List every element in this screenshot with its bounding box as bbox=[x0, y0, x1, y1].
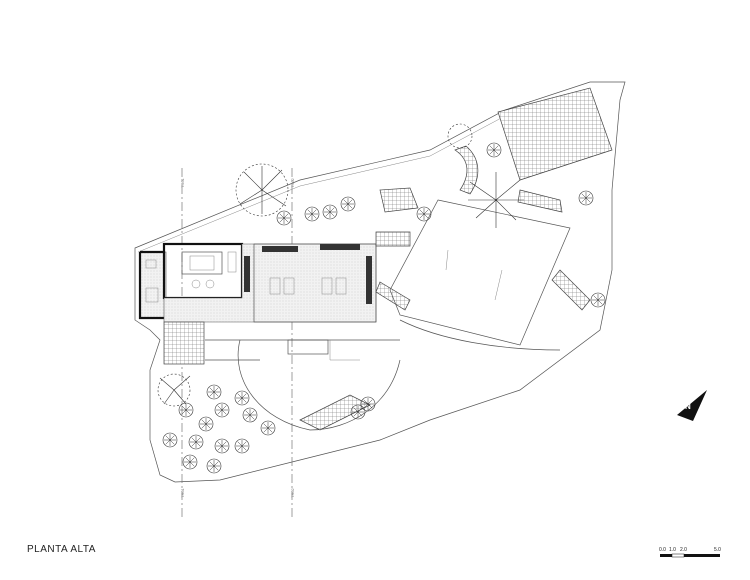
deck bbox=[163, 321, 205, 365]
stairs bbox=[299, 145, 591, 431]
north-label: N bbox=[685, 402, 691, 411]
scale-label-1: 1.0 bbox=[669, 547, 676, 553]
terrace bbox=[163, 243, 377, 323]
axis-label-4: TR02 bbox=[290, 487, 295, 498]
lower-slab bbox=[389, 199, 571, 351]
axis-label-1: TR01 bbox=[180, 177, 185, 188]
axis-label-2: TR02 bbox=[290, 177, 295, 188]
pool-area bbox=[205, 339, 401, 431]
scale-label-3: 5.0 bbox=[714, 547, 721, 553]
garage-roof bbox=[497, 87, 613, 181]
scale-label-2: 2.0 bbox=[680, 547, 687, 553]
trees bbox=[157, 123, 606, 474]
north-arrow: N bbox=[677, 390, 707, 421]
scale-label-0: 0.0 bbox=[659, 547, 666, 553]
axis-label-3: TR01 bbox=[180, 487, 185, 498]
drawing-title: PLANTA ALTA bbox=[27, 544, 96, 555]
site-boundary bbox=[134, 81, 626, 483]
scale-bar: 0.0 1.0 2.0 5.0 bbox=[659, 547, 721, 558]
